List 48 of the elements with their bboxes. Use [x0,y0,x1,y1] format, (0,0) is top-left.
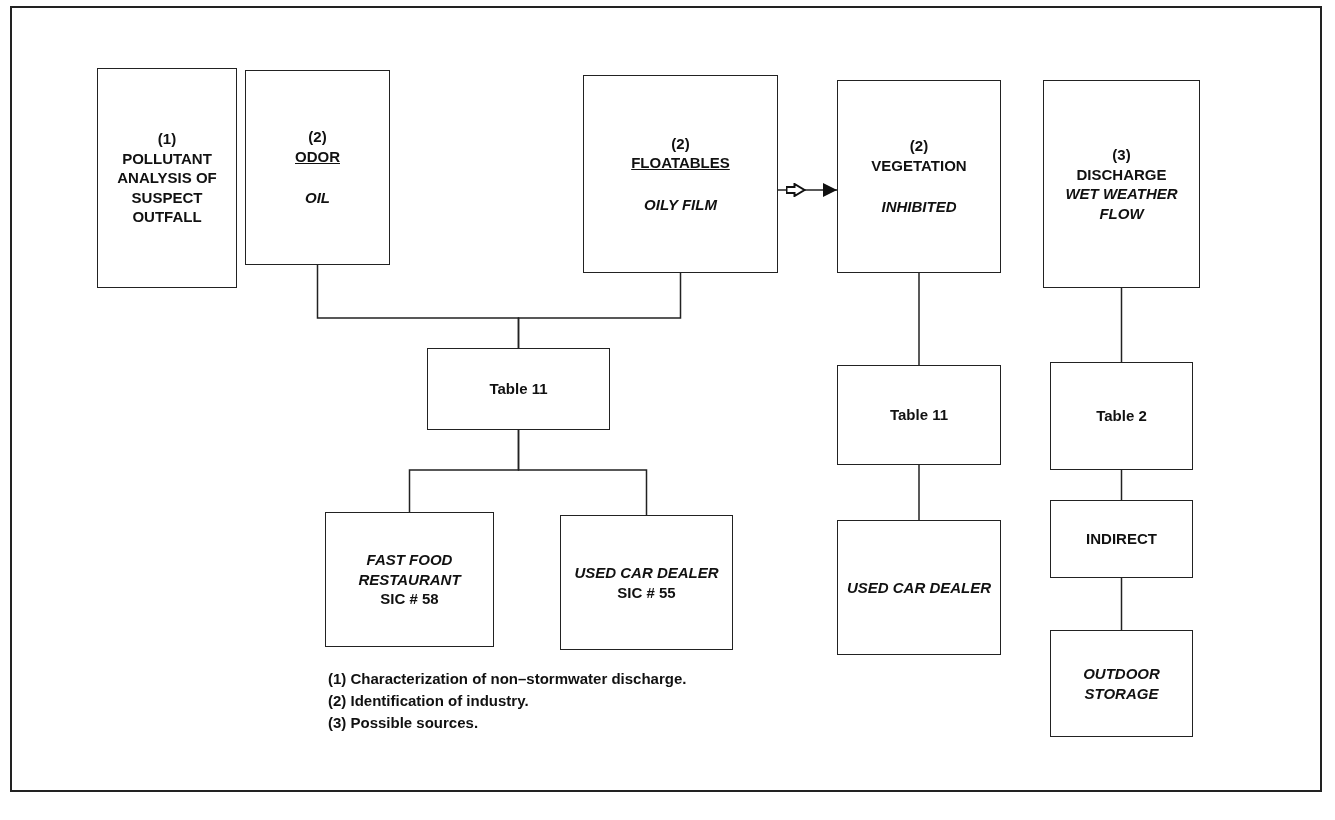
box-text: OIL [305,188,330,208]
process-box [583,75,778,273]
box-text: POLLUTANT ANALYSIS OF SUSPECT OUTFALL [116,148,218,227]
process-box [325,512,494,647]
footnote: (2) Identification of industry. [328,692,529,709]
box-text: FLOATABLES [631,153,730,173]
footnote: (1) Characterization of non–stormwater discharge. [328,670,687,687]
connector-line [918,272,920,366]
box-text: INHIBITED [881,197,957,217]
box-text: USED CAR DEALER [846,577,992,598]
footnote-number: (3) [1112,145,1131,165]
process-box [1043,80,1200,288]
footnote-number: (2) [671,133,690,154]
box-text: Table 11 [889,405,949,425]
footnote-number: (2) [909,136,929,156]
process-box [245,70,390,265]
box-text: USED CAR DEALER [574,563,719,583]
box-text: Table 2 [1096,406,1147,426]
box-text: WET WEATHER FLOW [1064,184,1179,223]
footnote: (3) Possible sources. [328,714,479,731]
box-text: SIC # 55 [617,582,676,602]
box-text: OILY FILM [644,194,717,215]
box-text: VEGETATION [871,155,967,176]
box-text: OUTDOOR STORAGE [1082,664,1161,703]
process-box [560,515,733,650]
connector-line [517,272,682,349]
process-box [1050,500,1193,578]
connector-line [1120,577,1123,631]
process-box [837,365,1001,465]
box-text: Table 11 [489,379,548,399]
box-text: ODOR [295,146,340,167]
arrow [777,183,838,197]
footnote-number: (1) [157,129,177,149]
process-box [1050,362,1193,470]
footnote-number: (2) [308,127,327,147]
connector-line [517,429,648,516]
connector-line [1120,287,1123,363]
process-box [427,348,610,430]
box-text: DISCHARGE [1076,164,1167,184]
box-text: FAST FOOD RESTAURANT [357,550,463,590]
box-text: SIC # 58 [380,589,439,609]
process-box [97,68,237,288]
process-box [837,80,1001,273]
box-text: INDIRECT [1086,529,1157,549]
process-box [837,520,1001,655]
connector-line [918,464,920,521]
process-box [1050,630,1193,737]
connector-line [1120,469,1123,501]
